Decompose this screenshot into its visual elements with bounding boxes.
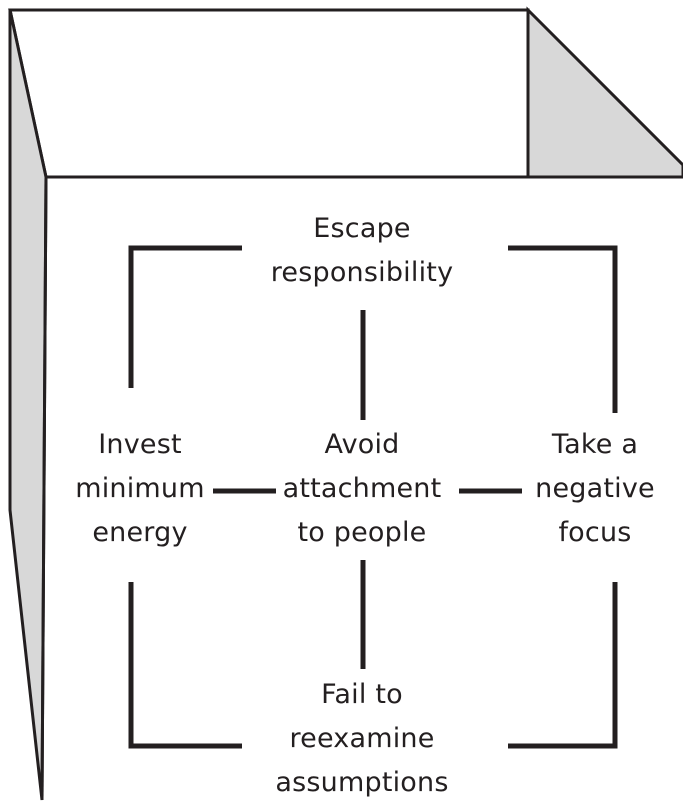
node-fail-to-reexamine: Fail to reexamine assumptions	[275, 679, 449, 798]
node-take-negative-focus: Take a negative focus	[535, 429, 655, 548]
box-back-flap	[8, 8, 530, 179]
bracket-bottom-right	[508, 582, 618, 749]
node-invest-minimum-energy: Invest minimum energy	[75, 429, 205, 548]
box-front-left-edge	[40, 176, 48, 801]
bracket-top-right	[508, 245, 618, 413]
box-right-flap	[526, 6, 683, 179]
node-escape-responsibility: Escape responsibility	[270, 213, 454, 288]
bracket-bottom-left	[128, 582, 242, 749]
node-avoid-attachment: Avoid attachment to people	[282, 429, 442, 548]
bracket-top-left	[128, 245, 242, 388]
